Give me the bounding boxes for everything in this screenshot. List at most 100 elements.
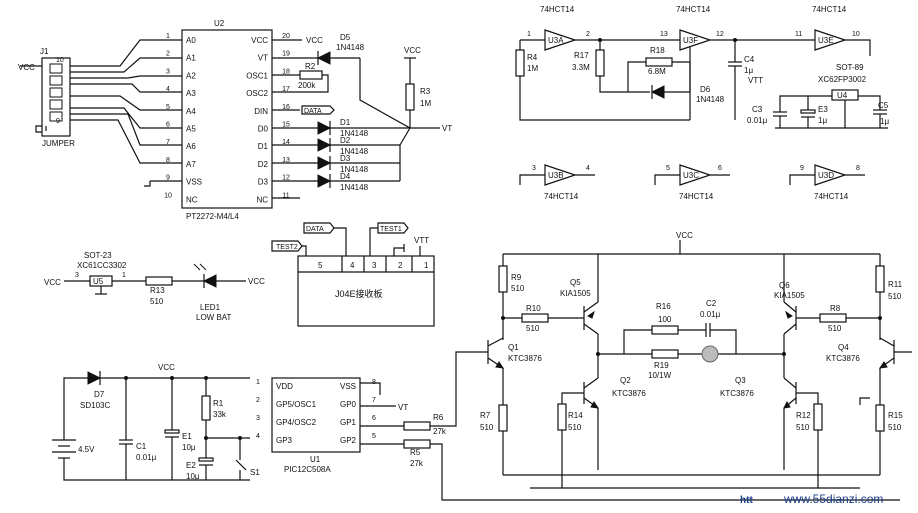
u1-ref: U1 [310, 455, 321, 464]
r11-ref: R11 [888, 280, 903, 289]
u3a-pin-out: 2 [586, 31, 590, 38]
resistor-r7 [498, 404, 508, 432]
u1-pin-number: 5 [372, 433, 376, 440]
led-lowbat-symbol [202, 274, 217, 288]
u2-pin-number: 7 [166, 139, 170, 146]
ic-u2: U2 PT2272-M4/L4 A01A12A23A34A45A56A67A78… [164, 19, 290, 221]
resistor-r14 [557, 403, 567, 431]
u2-pin-number: 3 [166, 68, 170, 75]
j1-part: JUMPER [42, 139, 75, 148]
e1-value: 10μ [182, 443, 196, 452]
diode-d5-symbol [316, 51, 331, 65]
gate-u3c [679, 164, 712, 186]
cap-e1-plate [164, 429, 180, 434]
u2-pin-label: OSC2 [246, 89, 268, 98]
d4-ref: D4 [340, 172, 351, 181]
diode-d6-symbol [650, 85, 665, 99]
u4-ref: U4 [837, 91, 848, 100]
r16-value: 100 [658, 315, 672, 324]
u3c-pin-out: 6 [718, 165, 722, 172]
u2-pin-label: A4 [186, 107, 196, 116]
c5-value: 1μ [880, 117, 889, 126]
u2-pin-number: 6 [166, 122, 170, 129]
u2-pin-number: 1 [166, 33, 170, 40]
r15-ref: R15 [888, 411, 903, 420]
u2-pin-label: D3 [258, 178, 269, 187]
data-label-rx: DATA [306, 226, 324, 233]
u2-pin-label: D2 [258, 160, 269, 169]
jumper-address-wires [70, 39, 182, 187]
u2-pin-label: OSC1 [246, 71, 268, 80]
e1-ref: E1 [182, 432, 192, 441]
d6-part: 1N4148 [696, 95, 725, 104]
r8-ref: R8 [830, 304, 841, 313]
u3f-pin-out: 12 [716, 31, 724, 38]
battery-value: 4.5V [78, 445, 95, 454]
j04e-pin5: 5 [318, 261, 323, 270]
u2-pin-number: 17 [282, 86, 290, 93]
r14-ref: R14 [568, 411, 583, 420]
j04e-pin4: 4 [350, 261, 355, 270]
d5-part: 1N4148 [336, 43, 365, 52]
u3c-part: 74HCT14 [679, 192, 714, 201]
u1-pin-number: 4 [256, 433, 260, 440]
q6-ref: Q6 [779, 281, 790, 290]
resistor-r4 [515, 49, 525, 77]
c4-ref: C4 [744, 55, 755, 64]
vtt-label-u4: VTT [748, 76, 763, 85]
resistor-r1 [201, 395, 211, 421]
u2-pin-label: VT [258, 54, 268, 63]
r15-value: 510 [888, 423, 902, 432]
u2-pin-label: NC [186, 195, 198, 204]
j1-pin9: 9 [56, 118, 60, 125]
test2-flag [271, 240, 303, 252]
u2-right-wires: VCC D5 1N4148 R2 200k DATA VCC R3 1M VT … [272, 33, 452, 199]
u2-pin-label: DIN [254, 107, 268, 116]
u5-pin3: 3 [75, 272, 79, 279]
u1-body [271, 377, 361, 453]
r2-ref: R2 [305, 62, 316, 71]
u3a-part: 74HCT14 [540, 5, 575, 14]
j04e-body [297, 255, 435, 327]
r9-value: 510 [511, 284, 525, 293]
r18-value: 6.8M [648, 67, 666, 76]
u3a-ref: U3A [548, 36, 564, 45]
u2-pin-number: 16 [282, 104, 290, 111]
d2-part: 1N4148 [340, 147, 369, 156]
u2-pin-label: D0 [258, 125, 269, 134]
resistor-r2 [299, 70, 323, 80]
d1-part: 1N4148 [340, 129, 369, 138]
u3f-part: 74HCT14 [676, 5, 711, 14]
r13-value: 510 [150, 297, 164, 306]
test2-label: TEST2 [276, 244, 298, 251]
u2-body [181, 29, 273, 209]
u5-package: SOT-23 [84, 251, 112, 260]
resistor-r11 [875, 265, 885, 293]
u3e-pin-out: 10 [852, 31, 860, 38]
r10-ref: R10 [526, 304, 541, 313]
r1-ref: R1 [213, 399, 224, 408]
c1-value: 0.01μ [136, 453, 157, 462]
resistor-r17 [595, 49, 605, 77]
d3-ref: D3 [340, 154, 351, 163]
u2-pin-label: A7 [186, 160, 196, 169]
gate-u3e [814, 29, 847, 51]
resistor-r10 [521, 313, 549, 323]
c1-ref: C1 [136, 442, 147, 451]
u2-part: PT2272-M4/L4 [186, 212, 239, 221]
c4-value: 1μ [744, 66, 753, 75]
u5-ref: U5 [93, 277, 104, 286]
r13-ref: R13 [150, 286, 165, 295]
d1-ref: D1 [340, 118, 351, 127]
j04e-title: J04E接收板 [335, 288, 383, 299]
u3d-part: 74HCT14 [814, 192, 849, 201]
r4-value: 1M [527, 64, 538, 73]
u2-pin-label: A5 [186, 125, 196, 134]
d3-part: 1N4148 [340, 165, 369, 174]
u1-pin-label: VSS [340, 382, 356, 391]
u4-package: SOT-89 [836, 63, 864, 72]
motor-icon [701, 345, 719, 363]
r6-value: 27k [433, 427, 447, 436]
